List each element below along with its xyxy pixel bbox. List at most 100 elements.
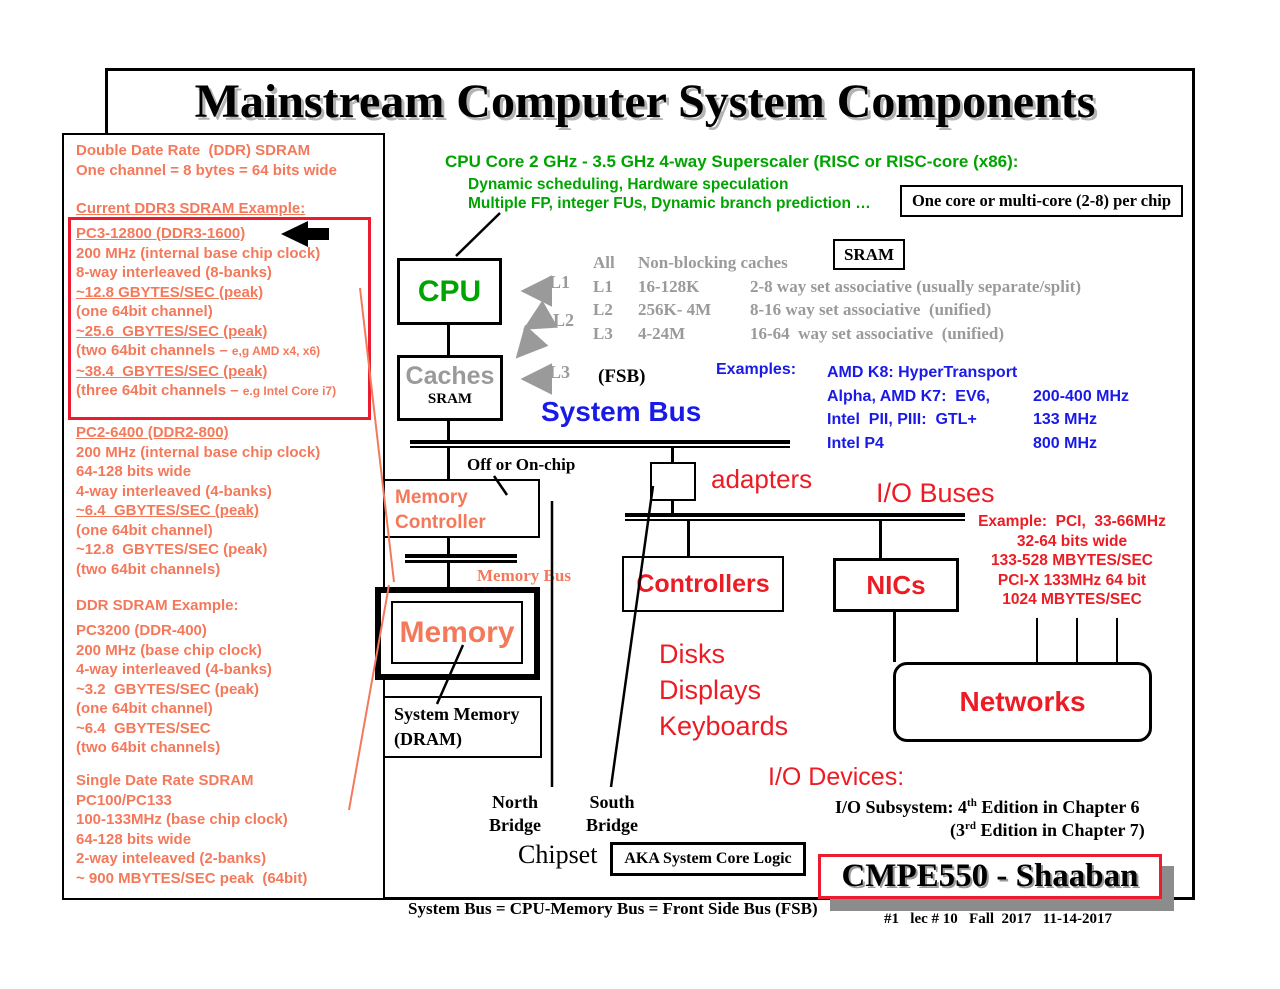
bus-example-name: Intel P4 (827, 434, 884, 452)
bus-example-name: AMD K8: HyperTransport (827, 364, 1018, 381)
pc2-line: (two 64bit channels) (76, 560, 221, 578)
caches-bus-connector (447, 421, 450, 440)
ddr3-line-note: e.g Intel Core i7) (242, 384, 337, 398)
sram-box: SRAM (833, 239, 905, 270)
ddr3-line-note: e,g AMD x4, x6) (231, 344, 321, 358)
pci-line: 133-528 MBYTES/SEC (991, 552, 1153, 570)
pci-line: 32-64 bits wide (1016, 532, 1128, 550)
io-devices-list: Disks Displays Keyboards (659, 636, 788, 744)
device-item: Displays (659, 675, 762, 705)
io-subsystem-note: I/O Subsystem: 4th Edition in Chapter 6 (835, 797, 1140, 818)
aka-core-logic-box: AKA System Core Logic (610, 842, 806, 876)
ddr3-line: 200 MHz (internal base chip clock) (76, 244, 321, 262)
l3-arrow-label: L3 (549, 362, 571, 382)
ddr3-line-main: (three 64bit channels – (76, 382, 243, 399)
memory-bus-line (405, 554, 517, 563)
ddr3-line: (two 64bit channels – e,g AMD x4, x6) (76, 341, 336, 362)
l2-arrow-label: L2 (553, 310, 575, 330)
cache-desc: 16-64 way set associative (unified) (750, 323, 1005, 343)
south-line: Bridge (586, 815, 638, 835)
memory-box: Memory (391, 601, 523, 664)
bus-example-row: Intel PII, PIII: GTL+133 MHz (827, 408, 1129, 432)
north-bridge-label: North Bridge (478, 791, 552, 837)
controllers-box: Controllers (622, 556, 784, 612)
iobus-controllers-connector (687, 521, 690, 556)
bus-adapter-connector (671, 448, 674, 462)
bus-examples-heading: Examples: (716, 361, 797, 378)
ddr-line: (two 64bit channels) (76, 739, 221, 756)
cache-level: All (593, 253, 615, 272)
system-bus-label: System Bus (541, 396, 702, 427)
sidebar-intro-line1: Double Date Rate (DDR) SDRAM (76, 142, 311, 159)
ddr3-line: PC3-12800 (DDR3-1600) (76, 225, 246, 242)
ddr3-line: (one 64bit channel) (76, 303, 213, 320)
ddr3-example-heading: Current DDR3 SDRAM Example: (76, 200, 306, 217)
ddr3-line: ~38.4 GBYTES/SEC (peak) (76, 362, 268, 380)
system-bus-equivalence-note: System Bus = CPU-Memory Bus = Front Side… (408, 899, 818, 918)
nics-box: NICs (833, 558, 959, 612)
ddr-line: ~3.2 GBYTES/SEC (peak) (76, 680, 259, 698)
ddr-example-heading: DDR SDRAM Example: (76, 597, 239, 614)
sdr-line: PC100/PC133 (76, 791, 172, 809)
io-buses-label: I/O Buses (876, 478, 995, 508)
io-sub-pre: I/O Subsystem: 4 (835, 797, 968, 817)
pc2-line: 4-way interleaved (4-banks) (76, 482, 272, 500)
adapters-label: adapters (711, 464, 813, 494)
fsb-label: (FSB) (598, 366, 646, 387)
l1-arrow-label: L1 (549, 272, 571, 292)
cpu-caches-connector (447, 325, 450, 355)
north-line: Bridge (489, 815, 541, 835)
ddr3-line: ~25.6 GBYTES/SEC (peak) (76, 322, 268, 340)
io-sub2-pre: (3 (950, 820, 965, 840)
cache-desc: 2-8 way set associative (usually separat… (750, 276, 1082, 296)
south-bridge-label: South Bridge (572, 791, 652, 837)
pc2-line: ~6.4 GBYTES/SEC (peak) (76, 502, 259, 519)
pc2-line: (one 64bit channel) (76, 521, 213, 539)
bus-examples-table: AMD K8: HyperTransport Alpha, AMD K7: EV… (827, 361, 1129, 455)
pci-line: 1024 MBYTES/SEC (1002, 591, 1142, 609)
networks-box: Networks (893, 662, 1152, 742)
networks-uplink-line (1036, 618, 1038, 662)
cpu-box: CPU (397, 258, 502, 325)
device-item: Keyboards (659, 711, 789, 741)
cache-level: L1 (593, 276, 613, 296)
sdr-line: Single Date Rate SDRAM (76, 772, 254, 789)
networks-uplink-line (1076, 618, 1078, 662)
bus-example-speed: 200-400 MHz (1033, 387, 1130, 405)
memory-controller-line: Memory (395, 487, 468, 508)
sdr-line: 2-way inteleaved (2-banks) (76, 850, 267, 867)
bus-example-row: Alpha, AMD K7: EV6,200-400 MHz (827, 385, 1129, 409)
chipset-label: Chipset (518, 840, 598, 869)
cache-size: 256K- 4M (638, 300, 712, 319)
ddr3-line: ~12.8 GBYTES/SEC (peak) (76, 283, 264, 301)
pc2-line: 64-128 bits wide (76, 463, 192, 480)
adapter-iobus-connector (671, 501, 674, 513)
sdram-sidebar-panel (62, 133, 385, 900)
sdr-line: 64-128 bits wide (76, 830, 192, 848)
io-sub2-sup: rd (965, 820, 976, 832)
memory-controller-line: Controller (395, 512, 486, 533)
north-line: North (492, 792, 538, 812)
sdr-line: ~ 900 MBYTES/SEC peak (64bit) (76, 869, 308, 887)
system-memory-label: System Memory (DRAM) (385, 698, 540, 752)
pc2-example-block: PC2-6400 (DDR2-800) 200 MHz (internal ba… (76, 423, 320, 579)
ddr-line: PC3200 (DDR-400) (76, 622, 207, 639)
bus-memctrl-connector (447, 448, 450, 479)
membus-memory-connector (447, 563, 450, 587)
ddr-line: ~6.4 GBYTES/SEC (76, 719, 211, 737)
cache-level: L3 (593, 323, 613, 343)
iobus-nics-connector (879, 521, 882, 558)
ddr-line: (one 64bit channel) (76, 700, 213, 717)
ddr-line: 4-way interleaved (4-banks) (76, 661, 272, 678)
ddr3-example-block: PC3-12800 (DDR3-1600) 200 MHz (internal … (76, 224, 336, 402)
cpu-note-line2: Dynamic scheduling, Hardware speculation (468, 176, 789, 193)
io-subsystem-note2: (3rd Edition in Chapter 7) (950, 820, 1145, 841)
ddr3-line-main: (two 64bit channels – (76, 342, 232, 359)
sidebar-intro: Double Date Rate (DDR) SDRAM One channel… (76, 141, 337, 180)
networks-uplink-line (1116, 618, 1118, 662)
caches-box: Caches SRAM (397, 355, 503, 421)
